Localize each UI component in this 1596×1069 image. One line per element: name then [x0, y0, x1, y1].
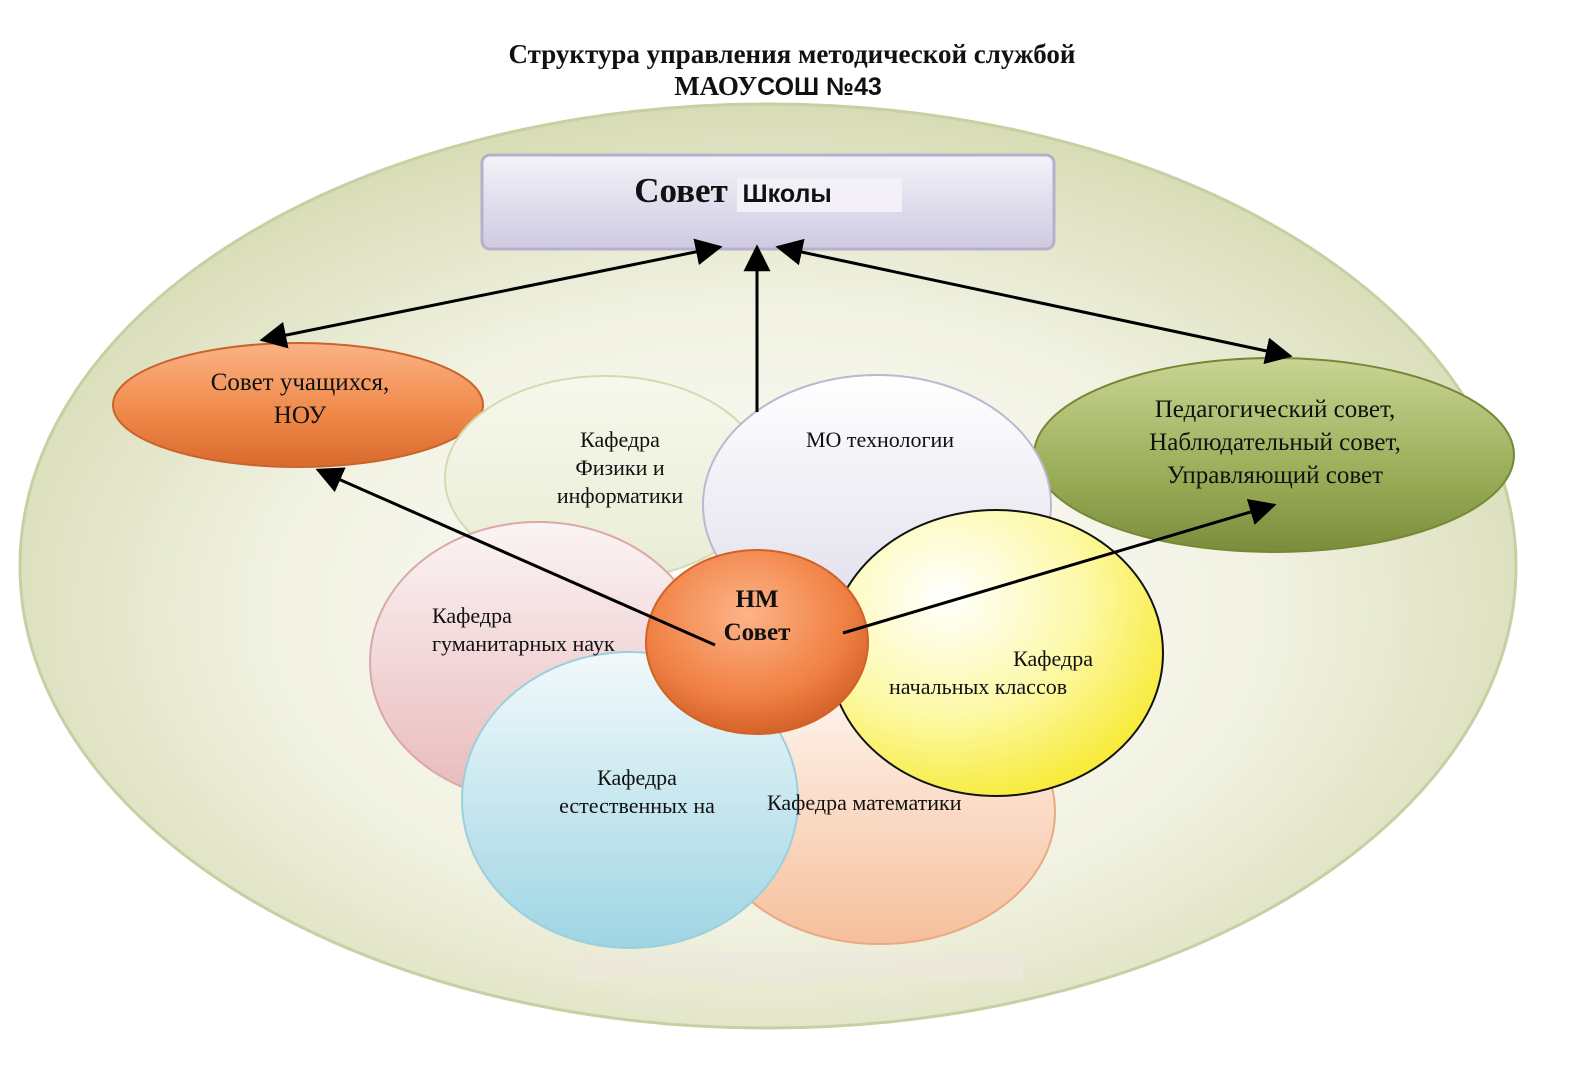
nm-council-line2: Совет [723, 619, 791, 646]
students-council-label: Совет учащихся, НОУ [130, 366, 470, 432]
math-dept-label: Кафедра математики [767, 790, 962, 815]
students-council-line1: Совет учащихся, [210, 369, 390, 396]
primary-dept-line2: начальных классов [889, 674, 1068, 699]
primary-dept-line1: Кафедра [1013, 646, 1093, 671]
arrow-nm-ped [842, 498, 1277, 635]
school-council-label: Совет Школы [482, 170, 1054, 215]
physics-dept-label: Кафедра Физики и информатики [520, 426, 720, 510]
natural-dept-label: Кафедра естественных на [537, 764, 737, 820]
school-council-word1: Совет [634, 171, 728, 210]
nm-council-circle[interactable] [645, 549, 869, 735]
humanities-dept-label: Кафедра гуманитарных наук [432, 602, 615, 658]
nm-council-label: НМ Совет [697, 583, 817, 649]
physics-dept-line3: информатики [556, 483, 684, 508]
natural-dept-line1: Кафедра [597, 765, 677, 790]
arrow-nm-students [315, 467, 716, 647]
natural-dept-line2: естественных на [559, 793, 715, 818]
primary-dept-label: Кафедра начальных классов [885, 645, 1095, 701]
humanities-dept-line2: гуманитарных наук [432, 631, 615, 656]
ped-council-line2: Наблюдательный совет, [1149, 429, 1401, 456]
nm-council-line1: НМ [735, 586, 779, 613]
school-council-word2: Школы [736, 178, 902, 212]
arrow-school-ped [775, 238, 1293, 365]
title-org-suffix: СОШ №43 [757, 73, 882, 101]
diagram-title-line1: Структура управления методической службо… [508, 39, 1076, 69]
students-council-line2: НОУ [273, 402, 327, 429]
ped-council-line3: Управляющий совет [1166, 462, 1384, 489]
ped-council-line1: Педагогический совет, [1154, 396, 1396, 423]
tech-dept-label: МО технологии [805, 427, 955, 452]
bottom-mask-strip [577, 952, 1023, 979]
diagram-title-line2: МАОУСОШ №43 [0, 70, 1576, 103]
humanities-dept-line1: Кафедра [432, 603, 512, 628]
arrow-school-students [259, 238, 723, 349]
title-org-prefix: МАОУ [674, 71, 758, 101]
physics-dept-line2: Физики и [575, 455, 665, 480]
physics-dept-line1: Кафедра [580, 427, 660, 452]
ped-council-label: Педагогический совет, Наблюдательный сов… [1060, 393, 1490, 492]
